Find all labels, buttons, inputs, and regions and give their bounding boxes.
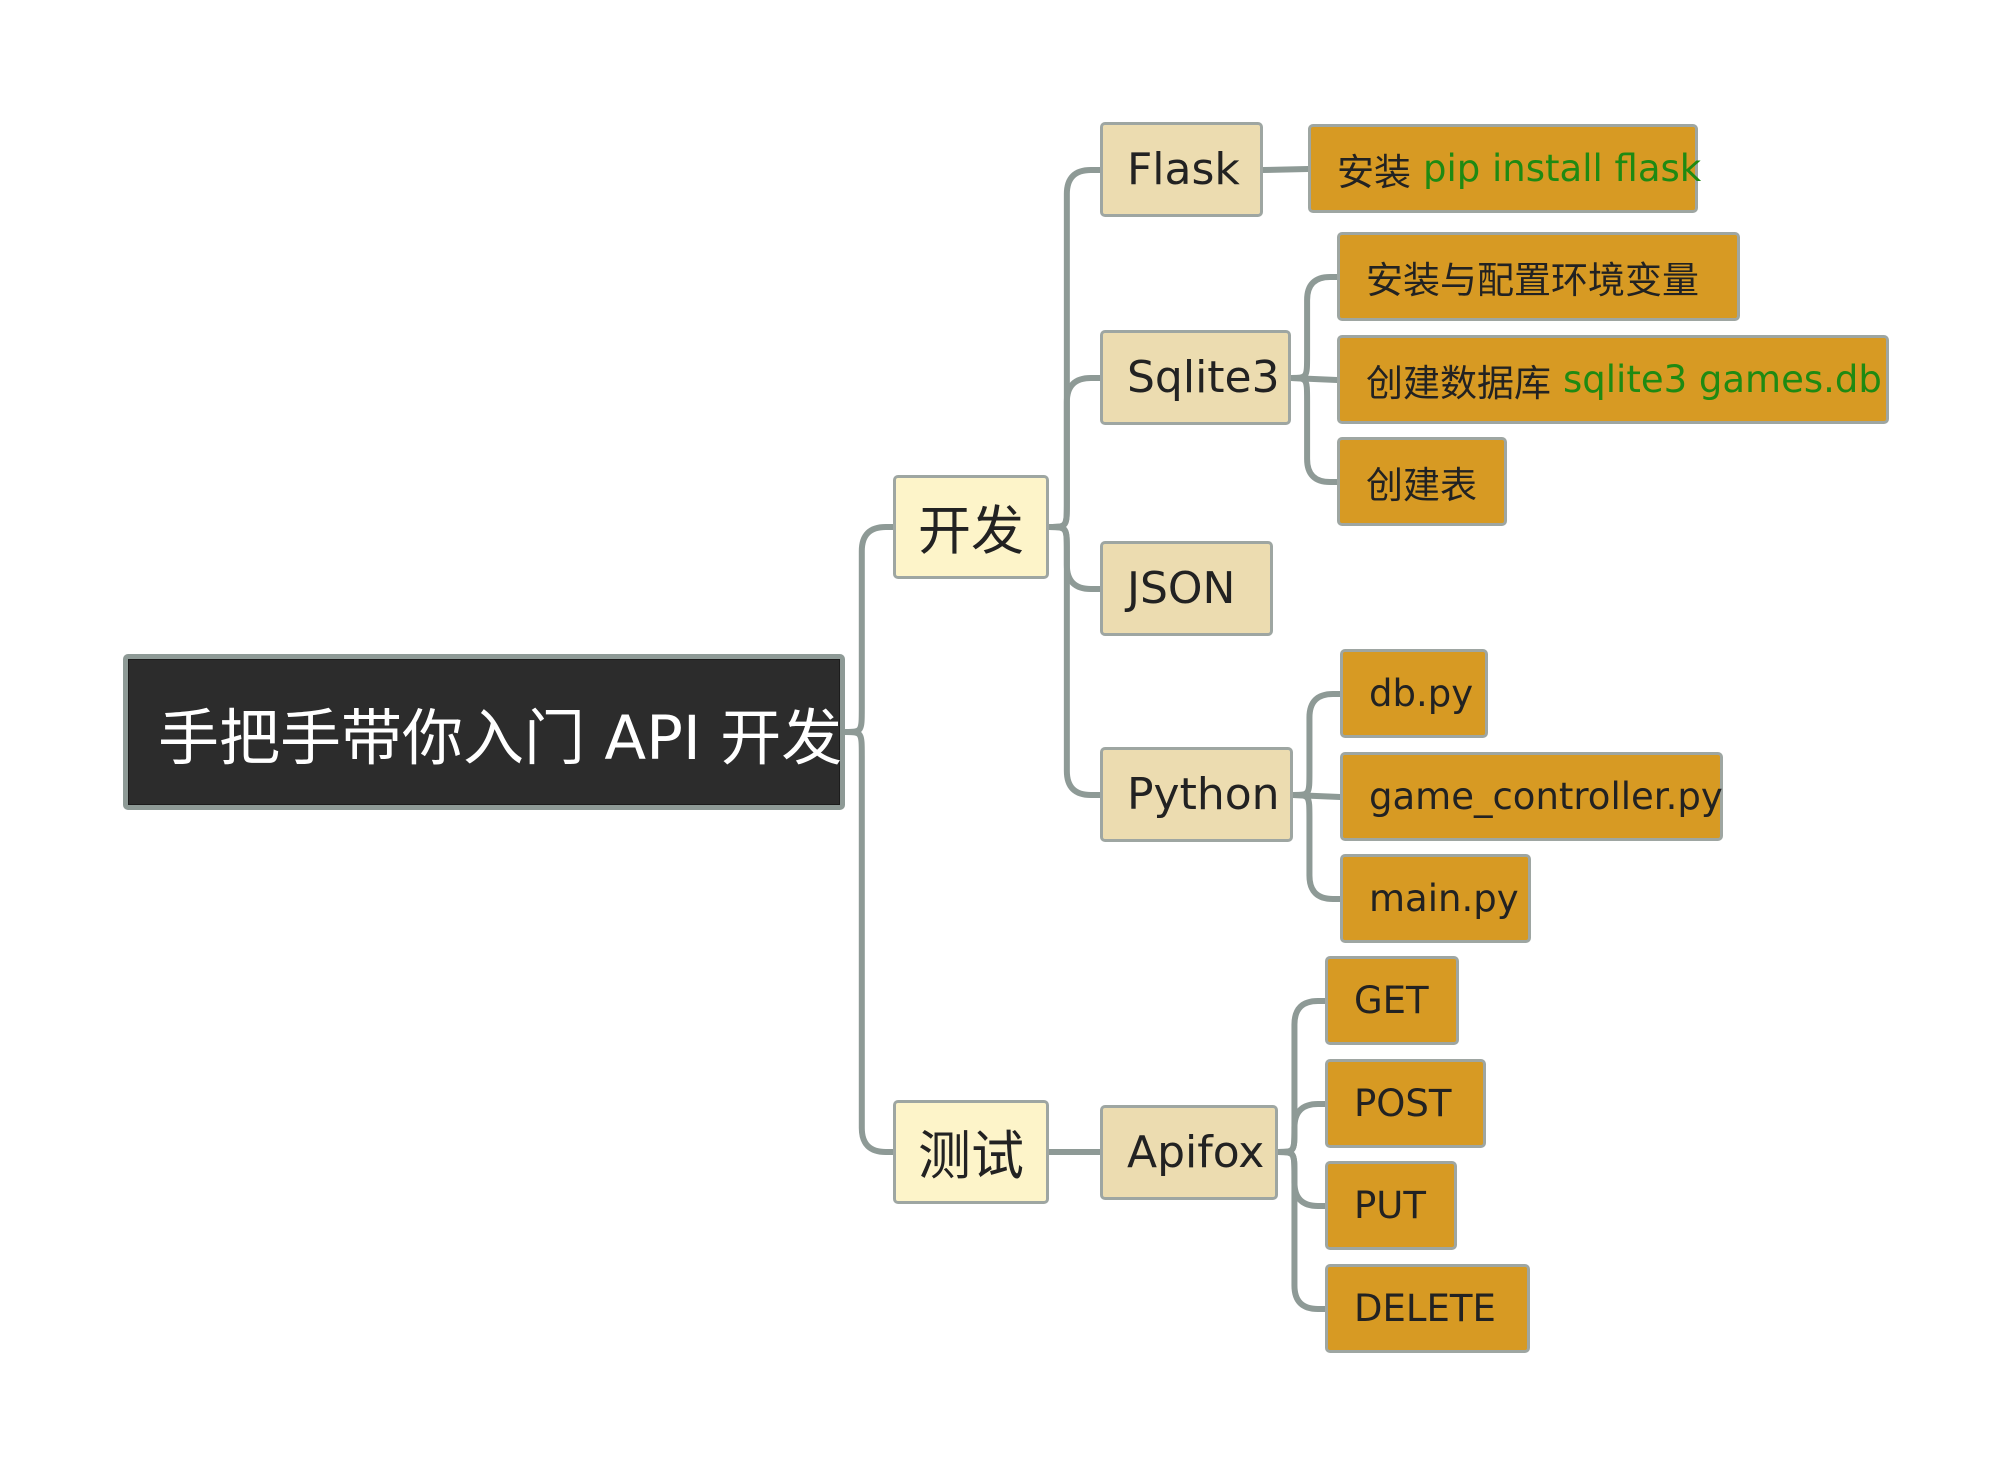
leaf-label-file: db.py <box>1369 672 1474 715</box>
command-sqlite3-games-db: sqlite3 games.db <box>1563 358 1882 401</box>
link-sqlite-create-table <box>1288 375 1340 485</box>
topic-label-sqlite3: Sqlite3 <box>1127 352 1280 403</box>
link-flask-install <box>1260 166 1311 173</box>
branch-label-test: 测试 <box>918 1126 1024 1187</box>
link-sqlite-setup <box>1288 274 1340 381</box>
leaf-label-create-table: 创建表 <box>1366 463 1477 507</box>
leaf-label-sqlite-setup: 安装与配置环境变量 <box>1366 258 1699 302</box>
link-apifox-post <box>1275 1101 1328 1155</box>
leaf-label-install: 安装 <box>1337 150 1411 194</box>
leaf-node-file-db-py[interactable]: db.py <box>1340 649 1488 738</box>
leaf-label-file: main.py <box>1369 877 1519 920</box>
leaf-node-file-main-py[interactable]: main.py <box>1340 854 1531 943</box>
link-dev-sqlite3 <box>1046 375 1103 530</box>
link-python-db <box>1290 691 1343 798</box>
leaf-node-method-get[interactable]: GET <box>1325 956 1459 1045</box>
leaf-node-file-game-controller-py[interactable]: game_controller.py <box>1340 752 1723 841</box>
link-apifox-put <box>1275 1149 1328 1209</box>
topic-node-python[interactable]: Python <box>1100 747 1293 842</box>
link-dev-json <box>1046 524 1103 592</box>
branch-label-dev: 开发 <box>918 501 1024 562</box>
leaf-label-method: GET <box>1354 979 1429 1022</box>
leaf-label-create-db: 创建数据库 <box>1366 361 1551 405</box>
leaf-node-sqlite-create-db[interactable]: 创建数据库 sqlite3 games.db <box>1337 335 1889 424</box>
link-dev-python <box>1046 524 1103 798</box>
link-apifox-get <box>1275 998 1328 1155</box>
leaf-label-file: game_controller.py <box>1369 775 1723 818</box>
link-dev-flask <box>1046 167 1103 530</box>
topic-label-json: JSON <box>1127 563 1236 614</box>
root-node[interactable]: 手把手带你入门 API 开发 <box>123 654 845 810</box>
topic-label-apifox: Apifox <box>1127 1127 1265 1178</box>
link-apifox-delete <box>1275 1149 1328 1312</box>
leaf-node-sqlite-setup[interactable]: 安装与配置环境变量 <box>1337 232 1740 321</box>
leaf-node-method-delete[interactable]: DELETE <box>1325 1264 1530 1353</box>
leaf-node-method-post[interactable]: POST <box>1325 1059 1486 1148</box>
topic-node-sqlite3[interactable]: Sqlite3 <box>1100 330 1291 425</box>
leaf-node-flask-install[interactable]: 安装 pip install flask <box>1308 124 1702 213</box>
branch-node-test[interactable]: 测试 <box>893 1100 1049 1204</box>
topic-label-flask: Flask <box>1127 144 1240 195</box>
leaf-label-method: PUT <box>1354 1184 1426 1227</box>
link-root-test <box>842 729 896 1155</box>
branch-node-dev[interactable]: 开发 <box>893 475 1049 579</box>
link-root-dev <box>842 524 896 735</box>
link-python-main <box>1290 792 1343 902</box>
leaf-label-method: POST <box>1354 1082 1452 1125</box>
leaf-node-sqlite-create-table[interactable]: 创建表 <box>1337 437 1507 526</box>
topic-node-apifox[interactable]: Apifox <box>1100 1105 1278 1200</box>
command-pip-install-flask: pip install flask <box>1423 147 1702 190</box>
topic-node-flask[interactable]: Flask <box>1100 122 1263 217</box>
leaf-label-method: DELETE <box>1354 1287 1496 1330</box>
topic-node-json[interactable]: JSON <box>1100 541 1273 636</box>
topic-label-python: Python <box>1127 769 1280 820</box>
root-label: 手把手带你入门 API 开发 <box>158 702 843 774</box>
leaf-node-method-put[interactable]: PUT <box>1325 1161 1457 1250</box>
